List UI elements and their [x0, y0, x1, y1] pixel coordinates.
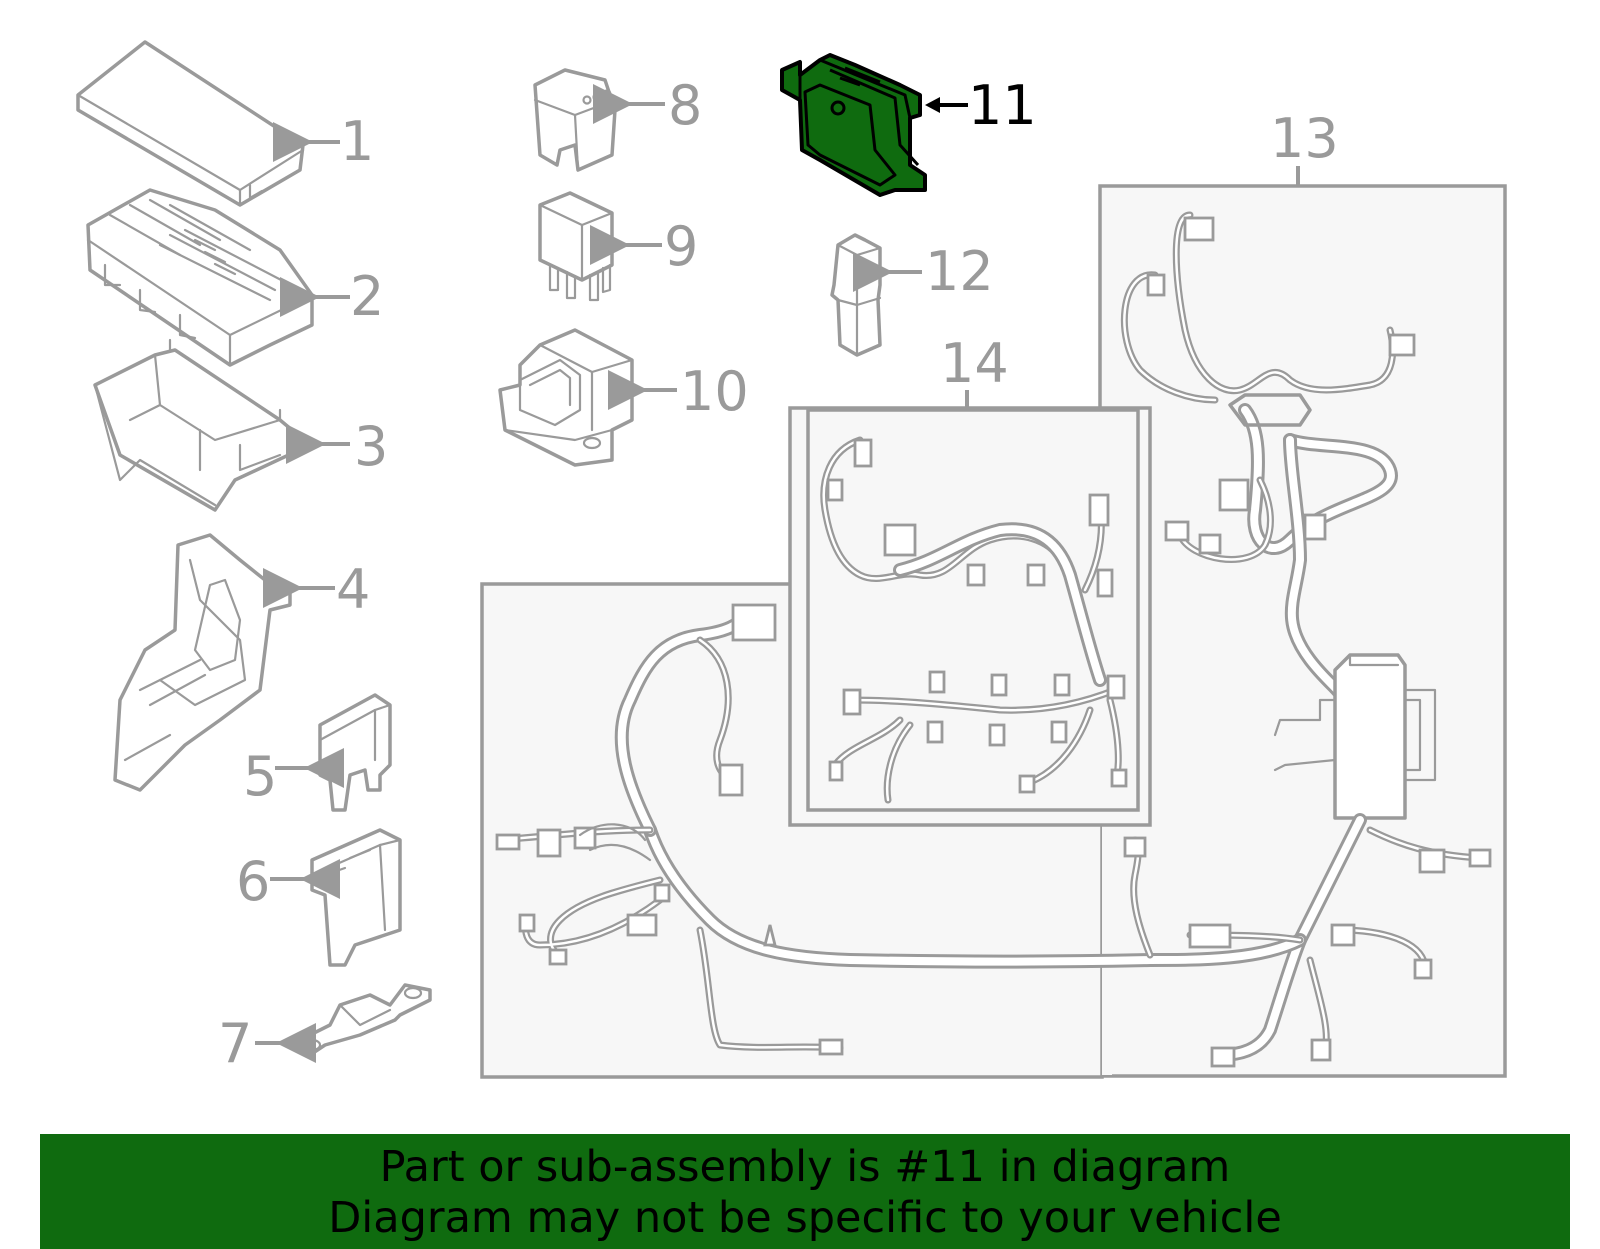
- callout-10[interactable]: 10: [680, 360, 749, 423]
- part-6-fuse[interactable]: [310, 828, 402, 967]
- part-10-relay[interactable]: [498, 328, 634, 467]
- part-14-sub-harness[interactable]: [806, 408, 1140, 812]
- banner-line-part-number: Part or sub-assembly is #11 in diagram: [379, 1142, 1231, 1192]
- part-5-fuse[interactable]: [318, 693, 392, 812]
- part-2-fuse-box[interactable]: [86, 188, 314, 367]
- parts-diagram: 1 2 3 4 5 6 7 8 9 10 11 12 13 14: [76, 40, 1507, 1079]
- part-1-fuse-box-cover[interactable]: [76, 40, 305, 207]
- part-9-relay[interactable]: [538, 191, 614, 302]
- part-11-module-highlighted[interactable]: [780, 53, 927, 197]
- callout-9[interactable]: 9: [664, 215, 698, 278]
- part-3-tray[interactable]: [93, 338, 312, 512]
- callout-labels: 1 2 3 4 5 6 7 8 9 10 11 12 13 14: [218, 74, 1339, 1075]
- part-4-bracket[interactable]: [113, 533, 292, 792]
- info-banner: Part or sub-assembly is #11 in diagram D…: [40, 1134, 1570, 1249]
- callout-3[interactable]: 3: [354, 415, 388, 478]
- callout-13[interactable]: 13: [1270, 107, 1339, 170]
- callout-5[interactable]: 5: [243, 745, 277, 808]
- callout-4[interactable]: 4: [336, 558, 370, 621]
- callout-2[interactable]: 2: [350, 265, 384, 328]
- part-8-relay[interactable]: [533, 68, 617, 172]
- callout-7[interactable]: 7: [218, 1012, 252, 1075]
- banner-line-disclaimer: Diagram may not be specific to your vehi…: [328, 1193, 1282, 1243]
- callout-arrows: [255, 84, 1300, 1063]
- callout-14[interactable]: 14: [940, 332, 1009, 395]
- callout-12[interactable]: 12: [925, 240, 994, 303]
- part-12-connector[interactable]: [830, 233, 882, 357]
- callout-1[interactable]: 1: [340, 110, 374, 173]
- callout-8[interactable]: 8: [668, 74, 702, 137]
- part-7-fusible-link[interactable]: [288, 983, 432, 1057]
- callout-11[interactable]: 11: [968, 74, 1037, 137]
- callout-6[interactable]: 6: [236, 850, 270, 913]
